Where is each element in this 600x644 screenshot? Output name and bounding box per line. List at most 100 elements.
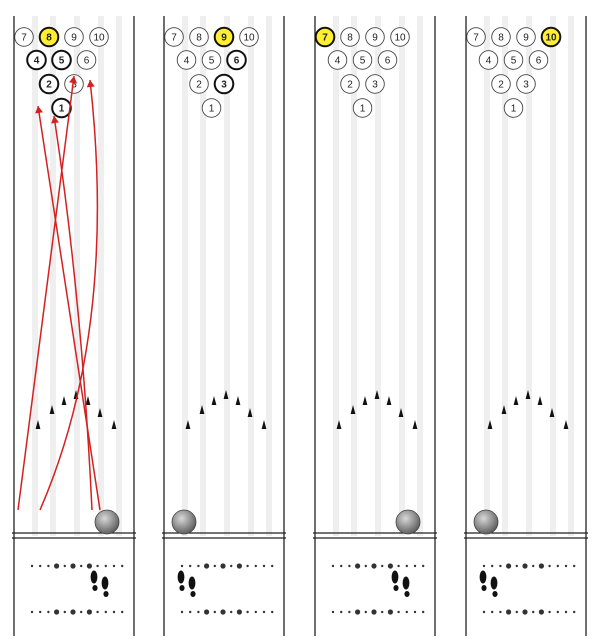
approach-dot <box>121 564 124 568</box>
pin-circle <box>176 50 197 70</box>
approach-dot <box>506 609 512 615</box>
pin-6: 6 <box>76 50 97 70</box>
pin-number: 7 <box>473 33 479 44</box>
lane-board-stripe <box>399 16 405 536</box>
pin-circle <box>226 49 247 71</box>
approach-dot <box>39 610 42 614</box>
approach-dot <box>491 610 494 614</box>
pin-1: 1 <box>201 98 222 118</box>
approach-dot <box>413 610 417 614</box>
pin-2: 2 <box>491 74 511 94</box>
approach-dot <box>104 564 108 568</box>
approach-dot <box>564 610 568 614</box>
approach-dot <box>262 610 266 614</box>
lane-board-stripe <box>550 16 556 536</box>
pin-number: 9 <box>221 33 227 44</box>
pin-7: 7 <box>466 27 486 47</box>
footprint-icon <box>101 576 109 597</box>
approach-dot <box>405 564 408 568</box>
approach-dot <box>538 609 545 615</box>
pin-number: 2 <box>347 80 353 91</box>
pin-circle <box>340 74 360 94</box>
pin-number: 6 <box>234 56 240 67</box>
lane-arrow-marker <box>49 405 55 414</box>
pin-circle <box>528 50 549 70</box>
lane-arrow-marker <box>336 420 342 429</box>
approach-dot <box>397 610 400 614</box>
approach-dot <box>331 564 335 568</box>
approach-dot <box>331 610 335 614</box>
pin-circle <box>503 98 524 118</box>
lane-board-stripe <box>417 16 423 536</box>
approach-dot <box>86 609 92 615</box>
approach-dot <box>364 610 367 614</box>
pin-circle <box>365 74 385 94</box>
pin-3: 3 <box>213 73 235 95</box>
pin-circle <box>38 26 60 48</box>
arrowhead <box>86 80 95 88</box>
approach-dot <box>573 610 576 614</box>
approach-dot <box>220 563 226 569</box>
pin-number: 10 <box>545 33 557 44</box>
lane-arrow-marker <box>111 420 117 429</box>
approach-dot <box>220 609 226 615</box>
lane-arrow-marker <box>374 390 380 399</box>
bowling-ball-icon <box>395 509 421 535</box>
lane-arrow-marker <box>211 396 217 405</box>
pin-number: 10 <box>93 33 105 44</box>
pin-9: 9 <box>365 27 385 47</box>
pin-number: 6 <box>84 56 90 67</box>
pin-circle <box>365 27 385 47</box>
approach-dot <box>189 610 192 614</box>
lane-board-stripe <box>526 16 532 536</box>
lane-arrow-marker <box>261 420 267 429</box>
approach-dot <box>112 610 116 614</box>
pin-6: 6 <box>226 49 247 71</box>
pin-number: 3 <box>372 80 378 91</box>
pin-circle <box>503 50 524 70</box>
approach-dot <box>236 563 242 569</box>
pin-circle <box>201 50 222 70</box>
approach-dot <box>515 564 518 568</box>
pin-number: 1 <box>360 104 366 115</box>
approach-dot <box>340 610 343 614</box>
lane-board-stripe <box>50 16 56 536</box>
lane-arrow-marker <box>35 420 41 429</box>
approach-dot <box>387 563 393 569</box>
lane-board-stripe <box>224 16 230 536</box>
approach-dot <box>112 564 116 568</box>
pin-9: 9 <box>64 27 84 47</box>
approach-dot <box>381 610 384 614</box>
pin-8: 8 <box>189 27 209 47</box>
pin-circle <box>314 26 336 48</box>
approach-dot <box>371 563 377 569</box>
lane-arrow-marker <box>185 420 191 429</box>
lane-arrow-marker <box>362 396 368 405</box>
ball-path-arrow <box>39 79 99 511</box>
bowling-ball-icon <box>473 509 499 535</box>
pin-number: 7 <box>21 33 27 44</box>
approach-dot <box>86 563 92 569</box>
pin-number: 6 <box>385 56 391 67</box>
footprint-icon <box>479 570 487 591</box>
bowling-ball-icon <box>94 509 120 535</box>
pin-4: 4 <box>176 50 197 70</box>
approach-dot <box>548 564 551 568</box>
pin-3: 3 <box>516 74 536 94</box>
pin-number: 7 <box>171 33 177 44</box>
approach-dot <box>397 564 400 568</box>
arrowhead <box>51 116 60 124</box>
approach-dot <box>54 563 60 569</box>
lane-board-stripe <box>375 16 381 536</box>
approach-dot <box>54 609 60 615</box>
pin-number: 3 <box>221 80 227 91</box>
pin-circle <box>51 49 72 71</box>
lane-arrow-marker <box>549 408 555 417</box>
pin-1: 1 <box>352 98 373 118</box>
lane-board-stripe <box>333 16 339 536</box>
pin-8: 8 <box>38 26 60 48</box>
pin-circle <box>466 27 486 47</box>
